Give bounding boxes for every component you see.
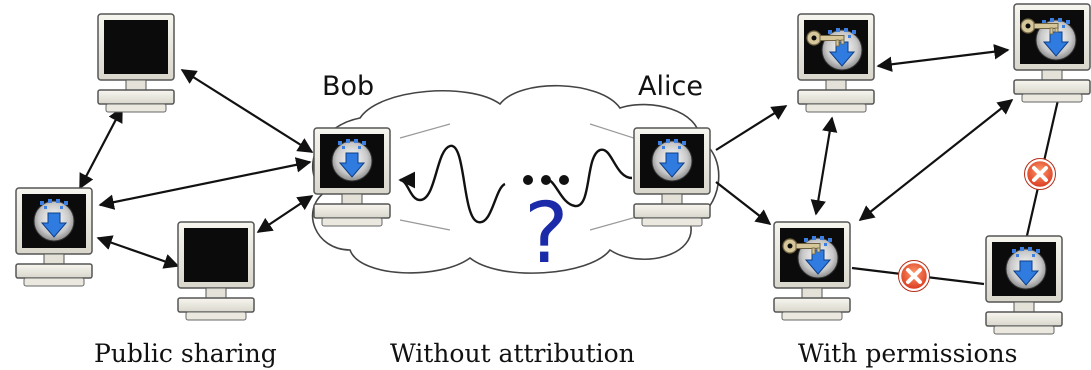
computer-icon [15, 187, 93, 287]
arrow-pc1-bob [180, 69, 314, 153]
question-mark: ? [524, 184, 569, 282]
computer-icon [97, 13, 175, 113]
arrow-pc3-bob [256, 195, 314, 233]
arrows-public-sharing [79, 69, 314, 269]
computer-icon [177, 221, 255, 321]
arrow-r1-r2 [876, 44, 1010, 72]
arrow-r1-r3 [810, 116, 838, 216]
computer-icon [773, 221, 851, 321]
cloud-inner-line [589, 123, 641, 141]
caption-with-permissions: With permissions [798, 339, 1017, 368]
computer-icon-bob [313, 127, 391, 227]
ellipsis-dots [523, 175, 569, 185]
arrow-pc2-bob [98, 157, 312, 210]
cloud-inner-line [399, 123, 451, 139]
blocked-icon [1022, 156, 1058, 192]
blocked-icon [896, 258, 932, 294]
bob-label: Bob [322, 71, 374, 102]
arrow-pc1-pc2 [79, 106, 123, 190]
alice-label: Alice [638, 71, 703, 102]
arrow-r2-r3 [858, 99, 1014, 221]
arrow-pc2-pc3 [96, 235, 180, 269]
computer-icon [797, 13, 875, 113]
cloud-inner-line [589, 215, 641, 231]
caption-public-sharing: Public sharing [94, 339, 277, 368]
arrows-with-permissions [715, 44, 1014, 225]
computer-icon-alice [633, 127, 711, 227]
computer-icon [1013, 3, 1091, 103]
signal-wave [400, 144, 633, 224]
caption-without-attribution: Without attribution [390, 339, 635, 368]
cloud-inner-line [399, 219, 451, 231]
computer-icon [985, 235, 1063, 335]
arrow-alice-r1 [715, 105, 788, 151]
arrow-alice-r3 [715, 181, 772, 225]
